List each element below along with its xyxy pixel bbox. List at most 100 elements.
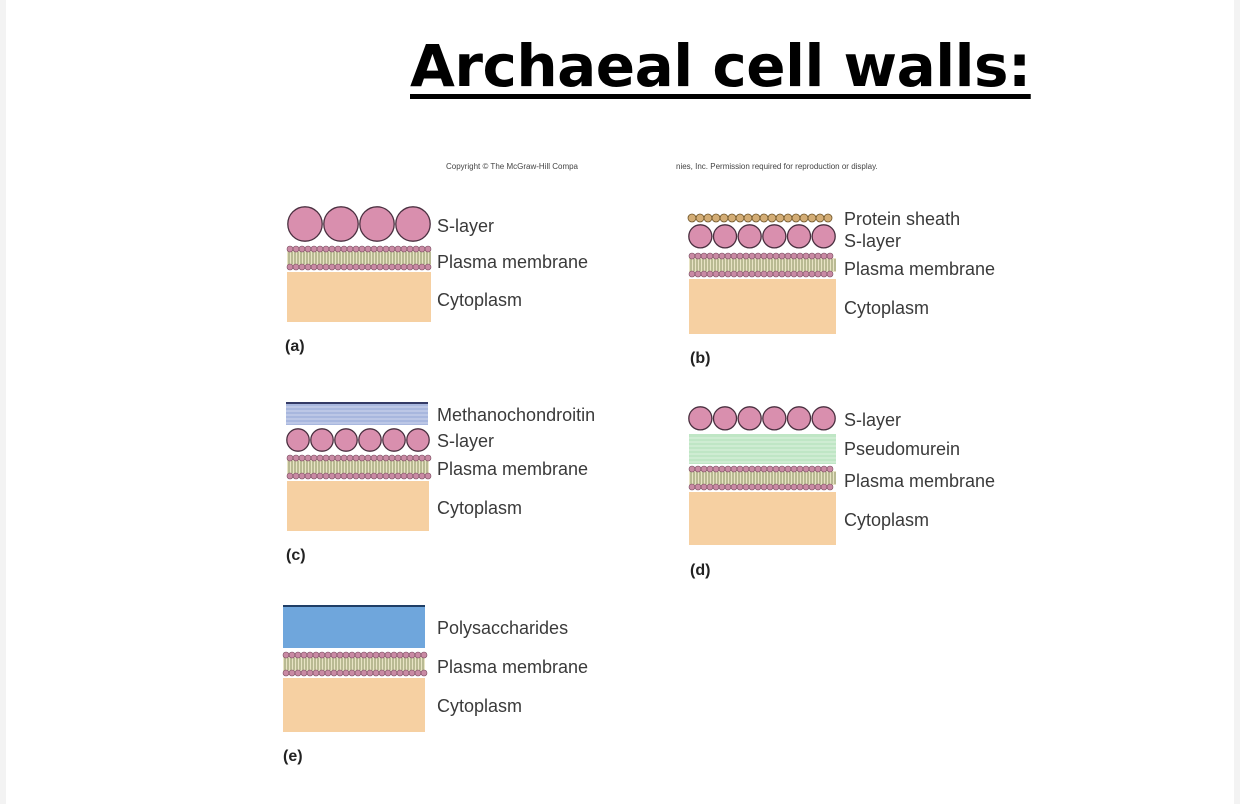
membrane-head-c (358, 472, 366, 480)
protein-sheath-unit-b (695, 213, 705, 223)
membrane-head-b (694, 270, 702, 278)
membrane-head-b (706, 252, 714, 260)
membrane-head-d (820, 465, 828, 473)
membrane-head-e (318, 651, 326, 659)
membrane-head-d (694, 465, 702, 473)
membrane-head-b (724, 270, 732, 278)
membrane-head-d (736, 465, 744, 473)
membrane-head-c (418, 472, 426, 480)
membrane-head-a (304, 263, 312, 271)
membrane-head-d (724, 465, 732, 473)
membrane-head-a (394, 263, 402, 271)
membrane-head-e (330, 651, 338, 659)
membrane-head-e (324, 669, 332, 677)
membrane-head-c (310, 472, 318, 480)
membrane-core-a (287, 251, 431, 265)
membrane-head-b (736, 270, 744, 278)
membrane-head-b (772, 270, 780, 278)
protein-sheath-unit-b (735, 213, 745, 223)
s-layer-unit-b (688, 224, 713, 249)
membrane-head-e (330, 669, 338, 677)
panel-label-b: (b) (690, 350, 711, 367)
protein-sheath-unit-b (703, 213, 713, 223)
membrane-head-b (724, 252, 732, 260)
membrane-head-b (742, 270, 750, 278)
membrane-head-e (366, 651, 374, 659)
membrane-head-c (394, 454, 402, 462)
membrane-head-e (420, 651, 428, 659)
polysaccharides-layer-e (283, 606, 425, 648)
protein-sheath-unit-b (687, 213, 697, 223)
membrane-head-d (736, 483, 744, 491)
membrane-head-d (826, 483, 834, 491)
membrane-head-a (334, 263, 342, 271)
protein-sheath-unit-b (767, 213, 777, 223)
membrane-head-d (730, 483, 738, 491)
membrane-head-c (346, 472, 354, 480)
membrane-head-b (802, 270, 810, 278)
membrane-head-b (796, 252, 804, 260)
s-layer-unit-d (688, 406, 713, 431)
membrane-head-c (286, 454, 294, 462)
membrane-head-e (366, 669, 374, 677)
membrane-head-c (412, 472, 420, 480)
membrane-head-a (394, 245, 402, 253)
label-b-protein-sheath: Protein sheath (844, 209, 961, 229)
membrane-head-b (718, 270, 726, 278)
membrane-head-e (402, 651, 410, 659)
membrane-head-c (322, 472, 330, 480)
label-e-plasma-membrane: Plasma membrane (437, 657, 589, 677)
protein-sheath-unit-b (711, 213, 721, 223)
membrane-head-d (796, 465, 804, 473)
membrane-head-b (790, 252, 798, 260)
membrane-head-e (348, 651, 356, 659)
membrane-head-d (784, 483, 792, 491)
membrane-head-d (796, 483, 804, 491)
membrane-head-b (790, 270, 798, 278)
membrane-head-e (306, 669, 314, 677)
membrane-head-c (376, 472, 384, 480)
membrane-head-b (730, 270, 738, 278)
membrane-head-c (400, 472, 408, 480)
s-layer-unit-c (310, 428, 334, 452)
membrane-head-a (412, 263, 420, 271)
pseudomurein-layer-d (689, 434, 836, 464)
membrane-head-a (400, 263, 408, 271)
label-c-plasma-membrane: Plasma membrane (437, 459, 589, 479)
membrane-head-e (408, 651, 416, 659)
membrane-head-b (784, 270, 792, 278)
membrane-head-e (300, 651, 308, 659)
membrane-head-d (718, 465, 726, 473)
membrane-head-b (706, 270, 714, 278)
membrane-head-b (778, 252, 786, 260)
membrane-head-e (312, 669, 320, 677)
membrane-head-a (406, 263, 414, 271)
membrane-head-e (348, 669, 356, 677)
label-a-s-layer: S-layer (437, 216, 495, 236)
copyright-right: nies, Inc. Permission required for repro… (676, 162, 878, 171)
membrane-head-a (322, 263, 330, 271)
label-b-cytoplasm: Cytoplasm (844, 298, 930, 318)
membrane-head-c (316, 472, 324, 480)
membrane-head-b (688, 252, 696, 260)
membrane-head-e (282, 669, 290, 677)
membrane-head-c (418, 454, 426, 462)
protein-sheath-unit-b (719, 213, 729, 223)
membrane-head-e (288, 669, 296, 677)
membrane-head-c (406, 454, 414, 462)
membrane-head-c (358, 454, 366, 462)
protein-sheath-unit-b (815, 213, 825, 223)
membrane-head-d (766, 483, 774, 491)
membrane-head-e (390, 651, 398, 659)
protein-sheath-unit-b (823, 213, 833, 223)
membrane-head-a (310, 263, 318, 271)
membrane-head-d (778, 465, 786, 473)
membrane-head-e (342, 651, 350, 659)
label-d-s-layer: S-layer (844, 410, 902, 430)
membrane-head-c (334, 472, 342, 480)
membrane-head-d (772, 483, 780, 491)
protein-sheath-unit-b (743, 213, 753, 223)
membrane-head-b (826, 270, 834, 278)
panel-label-d: (d) (690, 562, 711, 579)
membrane-head-a (292, 245, 300, 253)
